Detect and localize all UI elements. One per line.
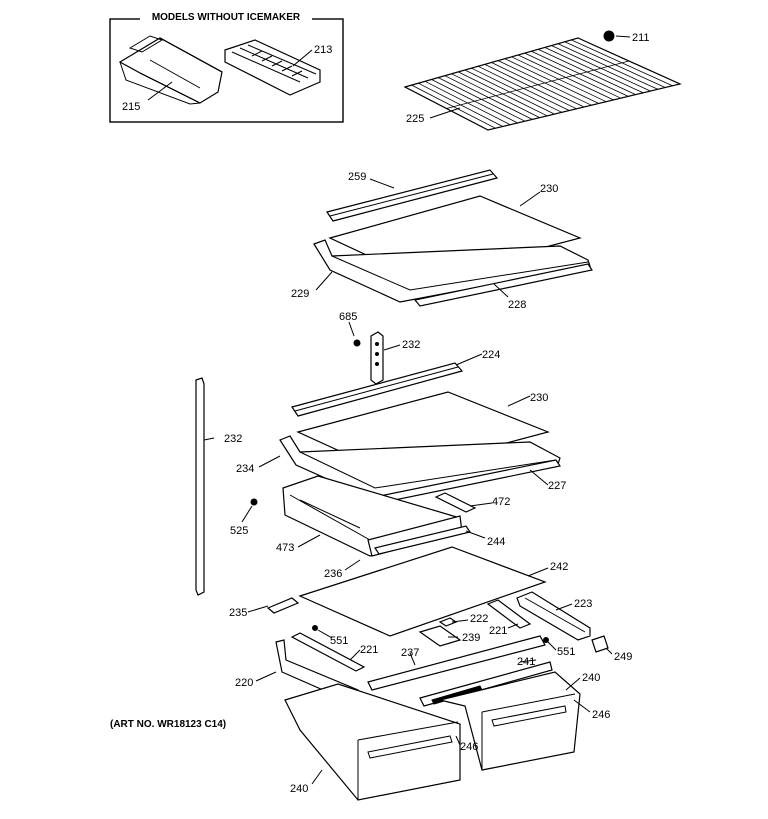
callout-211: 211 <box>632 32 650 44</box>
callout-235: 235 <box>229 607 247 619</box>
callout-221-right: 221 <box>489 625 507 637</box>
callout-525: 525 <box>230 525 248 537</box>
pan-rail-472 <box>434 492 477 513</box>
callout-223: 223 <box>574 598 592 610</box>
bracket-221-right <box>486 599 532 629</box>
roller-249 <box>591 635 609 653</box>
callout-232-post: 232 <box>224 433 242 445</box>
callout-232-upper: 232 <box>402 339 420 351</box>
rail-259 <box>326 169 499 222</box>
shelf-frame-229 <box>313 239 591 303</box>
callout-labels: 211 213 215 225 259 230 229 228 685 232 … <box>110 32 650 795</box>
callout-230-middle: 230 <box>530 392 548 404</box>
screw-551-right <box>543 637 549 643</box>
crossbar-237 <box>367 635 546 691</box>
art-number: (ART NO. WR18123 C14) <box>110 719 226 730</box>
callout-229: 229 <box>291 288 309 300</box>
callout-244: 244 <box>487 536 505 548</box>
slide-223 <box>516 591 591 641</box>
callout-246-right: 246 <box>592 709 610 721</box>
crisper-drawer-240-right <box>439 671 581 771</box>
ice-tray-213 <box>224 39 321 96</box>
rail-224 <box>291 362 464 417</box>
screw-551-left <box>312 625 318 631</box>
callout-236: 236 <box>324 568 342 580</box>
bracket-232-upper <box>370 331 384 385</box>
callout-685: 685 <box>339 311 357 323</box>
shelf-frame-234 <box>279 435 561 499</box>
callout-213: 213 <box>314 44 332 56</box>
callout-259: 259 <box>348 171 366 183</box>
strip-221-left <box>290 632 366 672</box>
callout-224: 224 <box>482 349 500 361</box>
callout-227: 227 <box>548 480 566 492</box>
inset-title: MODELS WITHOUT ICEMAKER <box>152 12 301 23</box>
callout-551-right: 551 <box>557 646 575 658</box>
screw-525 <box>250 498 258 506</box>
callout-249: 249 <box>614 651 632 663</box>
post-232-long <box>195 377 205 596</box>
callout-230-upper: 230 <box>540 183 558 195</box>
callout-240-right: 240 <box>582 672 600 684</box>
callout-473: 473 <box>276 542 294 554</box>
callout-234: 234 <box>236 463 254 475</box>
callout-225: 225 <box>406 113 424 125</box>
callout-220: 220 <box>235 677 253 689</box>
callout-237: 237 <box>401 647 419 659</box>
screw-685 <box>353 339 361 347</box>
callout-551-left: 551 <box>330 635 348 647</box>
callout-241: 241 <box>517 656 535 668</box>
callout-472: 472 <box>492 496 510 508</box>
callout-222: 222 <box>470 613 488 625</box>
callout-221-left: 221 <box>360 644 378 656</box>
callout-242: 242 <box>550 561 568 573</box>
crisper-drawer-240-left <box>284 683 461 801</box>
callout-215: 215 <box>122 101 140 113</box>
bracket-239 <box>418 625 462 647</box>
callout-228: 228 <box>508 299 526 311</box>
clip-211 <box>603 30 615 42</box>
support-235 <box>266 597 300 614</box>
leader-lines <box>147 35 631 785</box>
trim-strip-228 <box>413 263 593 307</box>
callout-246-left: 246 <box>460 741 478 753</box>
callout-239: 239 <box>462 632 480 644</box>
wire-shelf-225 <box>403 37 682 131</box>
callout-240-left: 240 <box>290 783 308 795</box>
crisper-cover-242 <box>298 546 547 637</box>
